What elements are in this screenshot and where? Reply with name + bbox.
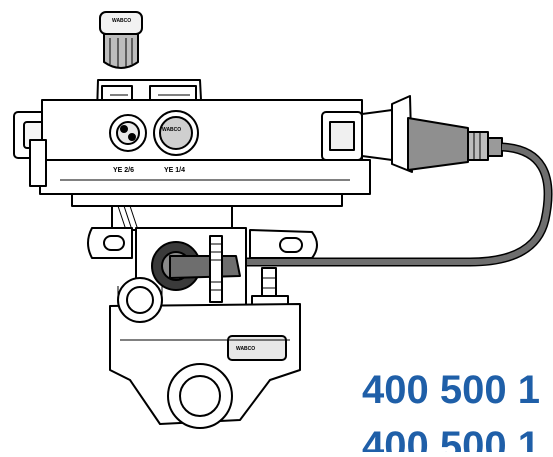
port-label-ye-2-6: YE 2/6 [113, 167, 134, 174]
part-number-secondary: 400 500 1 [362, 426, 540, 452]
cable-plug [407, 117, 503, 171]
brand-mark-port: WABCO [162, 127, 181, 133]
port-ye-2-6: YE 2/6 [109, 114, 147, 174]
valve-mid-body [87, 205, 318, 311]
brand-mark-lower: WABCO [236, 346, 255, 352]
port-label-ye-1-4: YE 1/4 [164, 167, 185, 174]
brand-mark-cap: WABCO [112, 18, 131, 24]
port-ye-1-4: WABCO YE 1/4 [153, 110, 199, 174]
valve-lower-body: WABCO [109, 277, 301, 429]
dust-cap: WABCO [99, 11, 143, 69]
part-number-primary: 400 500 1 [362, 370, 540, 410]
valve-upper-body [13, 95, 413, 207]
